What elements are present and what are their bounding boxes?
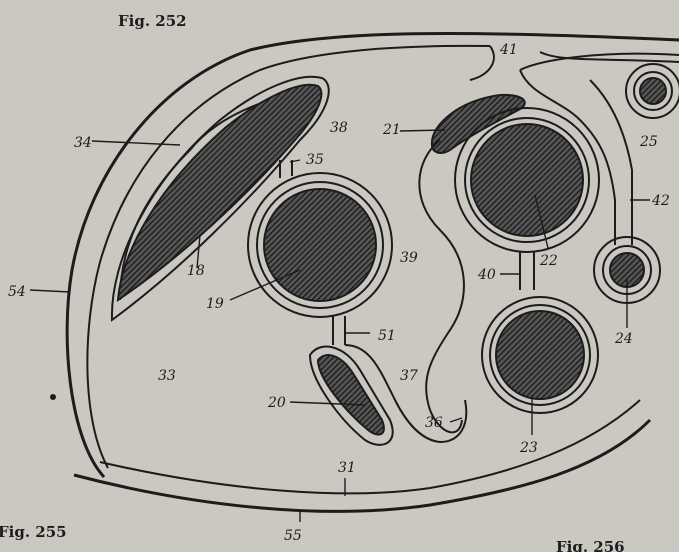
label-40: 40 [477,267,496,283]
label-18: 18 [187,263,205,279]
label-22: 22 [539,253,558,269]
label-42: 42 [651,193,670,209]
organ-22 [471,124,583,236]
label-36: 36 [425,415,443,431]
leader-54 [30,290,70,292]
label-23: 23 [519,440,538,456]
ink-speck [50,394,56,400]
label-34: 34 [74,135,92,151]
leader-21 [400,130,445,131]
label-55: 55 [284,528,302,544]
leader-36 [450,418,462,422]
label-19: 19 [206,296,224,312]
label-54: 54 [8,284,26,300]
label-24: 24 [614,331,633,347]
stalk-51 [333,316,345,345]
label-20: 20 [267,395,286,411]
label-31: 31 [338,460,356,476]
caption-fig-255: Fig. 255 [0,523,67,541]
label-21: 21 [382,122,401,138]
label-38: 38 [330,120,348,136]
label-37: 37 [400,368,418,384]
ventral-wall-line [74,420,650,511]
organ-19 [264,189,376,301]
label-39: 39 [400,250,418,266]
caption-fig-256: Fig. 256 [556,538,625,552]
organ-23 [496,311,584,399]
label-33: 33 [158,368,176,384]
leader-34 [92,141,180,145]
organ-25 [640,78,666,104]
label-41: 41 [499,42,518,58]
label-25: 25 [639,134,658,150]
stalk-40 [520,252,534,290]
caption-fig-252: Fig. 252 [118,12,187,30]
label-51: 51 [378,328,396,344]
label-35: 35 [306,152,324,168]
loop-36-outer [419,140,464,432]
